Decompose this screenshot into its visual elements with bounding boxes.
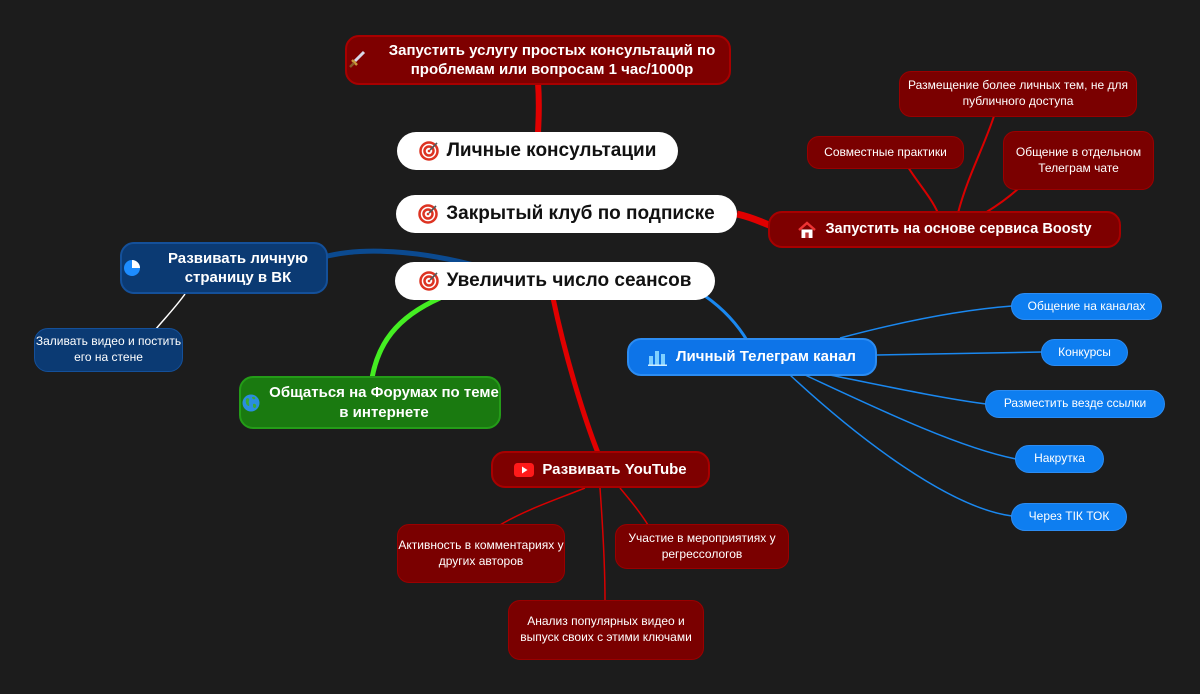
edge-telegram-cheat <box>804 374 1017 460</box>
root-label: Закрытый клуб по подписке <box>446 202 715 224</box>
node-label: Накрутка <box>1034 451 1085 466</box>
node-boosty-chat[interactable]: Общение в отдельном Телеграм чате <box>1003 131 1154 190</box>
node-telegram[interactable]: Личный Телеграм канал <box>627 338 877 376</box>
node-label: Совместные практики <box>824 144 947 159</box>
root-node-sessions[interactable]: Увеличить число сеансов <box>395 262 715 300</box>
target-icon <box>418 271 439 291</box>
node-vk-video[interactable]: Заливать видео и постить его на стене <box>34 328 183 372</box>
node-label: Запустить услугу простых консультаций по… <box>388 41 716 79</box>
edge-vk-video <box>154 293 186 331</box>
globe-icon <box>241 393 261 413</box>
node-boosty[interactable]: Запустить на основе сервиса Boosty <box>768 211 1121 248</box>
root-label: Увеличить число сеансов <box>446 269 692 291</box>
node-youtube-analysis[interactable]: Анализ популярных видео и выпуск своих с… <box>508 600 704 660</box>
node-forums[interactable]: Общаться на Форумах по теме в интернете <box>239 376 501 429</box>
node-telegram-contests[interactable]: Конкурсы <box>1041 339 1128 366</box>
edge-sessions-telegram <box>704 294 750 343</box>
node-label: Общение на каналах <box>1027 298 1146 313</box>
node-youtube-comments[interactable]: Активность в комментариях у других автор… <box>397 524 565 583</box>
edge-boosty-private <box>957 112 996 214</box>
bar-chart-icon <box>648 348 668 366</box>
node-label: Конкурсы <box>1058 344 1111 359</box>
node-boosty-private[interactable]: Размещение более личных тем, не для публ… <box>899 71 1137 117</box>
target-icon <box>418 204 438 224</box>
node-vk[interactable]: Развивать личную страницу в ВК <box>120 242 328 294</box>
edge-sessions-youtube <box>550 297 601 454</box>
youtube-icon <box>514 462 535 477</box>
edge-service-consultations <box>535 81 542 136</box>
edge-youtube-events <box>619 487 649 526</box>
node-label: Анализ популярных видео и выпуск своих с… <box>520 614 692 644</box>
node-telegram-cheat[interactable]: Накрутка <box>1015 445 1104 473</box>
root-node-club[interactable]: Закрытый клуб по подписке <box>396 195 737 233</box>
edge-youtube-analysis <box>599 487 606 601</box>
node-label: Личный Телеграм канал <box>676 348 856 366</box>
node-boosty-practice[interactable]: Совместные практики <box>807 136 964 169</box>
node-telegram-channels[interactable]: Общение на каналах <box>1011 293 1162 320</box>
edge-telegram-links <box>819 372 987 405</box>
edge-telegram-contests <box>876 351 1043 356</box>
node-label: Активность в комментариях у других автор… <box>398 537 564 568</box>
node-label: Развивать YouTube <box>542 460 687 478</box>
house-icon <box>797 220 817 240</box>
edge-sessions-forums <box>369 295 442 379</box>
target-icon <box>418 141 439 161</box>
node-telegram-tiktok[interactable]: Через ТІК ТОК <box>1011 503 1127 531</box>
node-youtube-events[interactable]: Участие в мероприятиях у регрессологов <box>615 524 789 569</box>
node-label: Развивать личную страницу в ВК <box>167 249 308 287</box>
node-label: Общаться на Форумах по теме в интернете <box>269 384 499 421</box>
edge-youtube-comments <box>499 487 586 526</box>
node-telegram-links[interactable]: Разместить везде ссылки <box>985 390 1165 418</box>
root-node-consultations[interactable]: Личные консультации <box>397 132 678 170</box>
node-label: Общение в отдельном Телеграм чате <box>1015 144 1142 175</box>
node-label: Запустить на основе сервиса Boosty <box>825 221 1092 238</box>
node-label: Участие в мероприятиях у регрессологов <box>628 530 776 561</box>
node-label: Размещение более личных тем, не для публ… <box>908 78 1128 108</box>
pie-chart-icon <box>122 258 142 278</box>
root-label: Личные консультации <box>446 139 657 161</box>
node-label: Заливать видео и постить его на стене <box>35 334 182 364</box>
node-youtube[interactable]: Развивать YouTube <box>491 451 710 488</box>
edge-club-boosty <box>736 210 774 230</box>
node-label: Через ТІК ТОК <box>1028 509 1110 524</box>
edge-telegram-tiktok <box>789 374 1013 517</box>
edge-telegram-channels <box>839 305 1013 339</box>
edge-boosty-practice <box>904 161 939 214</box>
node-label: Разместить везде ссылки <box>1003 396 1147 411</box>
sword-icon <box>347 50 367 70</box>
node-consult-service[interactable]: Запустить услугу простых консультаций по… <box>345 35 731 85</box>
